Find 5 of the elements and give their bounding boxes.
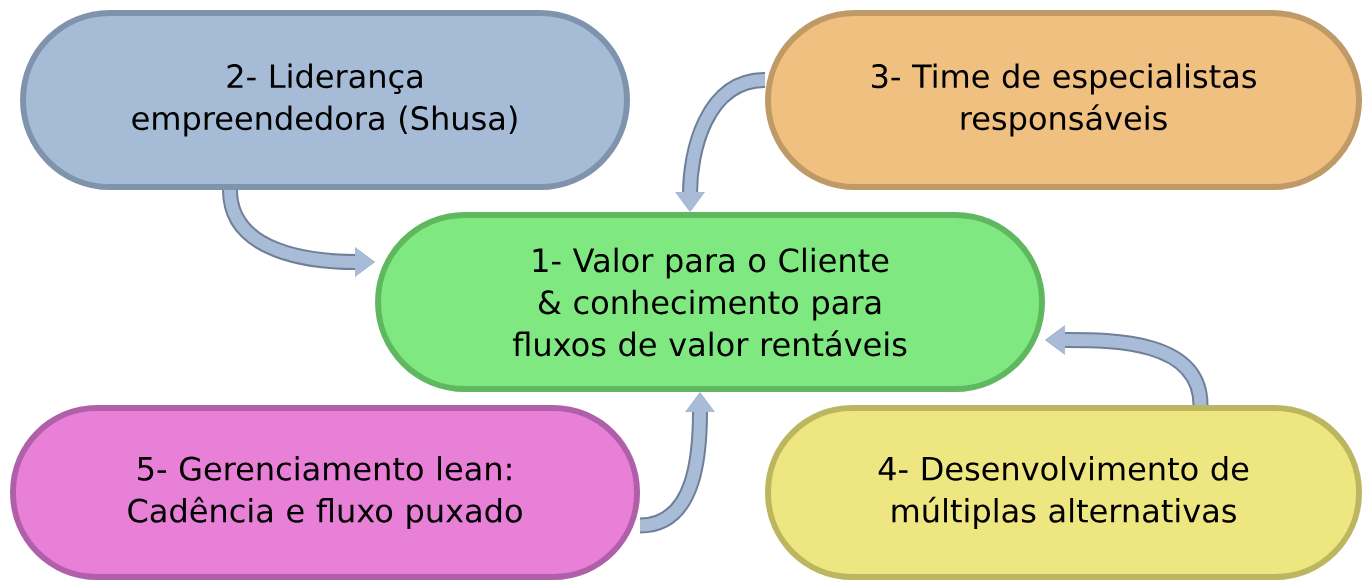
rounded-box: 1- Valor para o Cliente & conhecimento para fluxos de valor rentáveis bbox=[375, 212, 1045, 392]
rounded-box: 2- Liderança empreendedora (Shusa) bbox=[20, 10, 630, 190]
rounded-box: 3- Time de especialistas responsáveis bbox=[765, 10, 1362, 190]
rounded-box: 4- Desenvolvimento de múltiplas alternativas bbox=[765, 405, 1362, 580]
rounded-box: 5- Gerenciamento lean: Cadência e fluxo puxado bbox=[10, 405, 640, 580]
